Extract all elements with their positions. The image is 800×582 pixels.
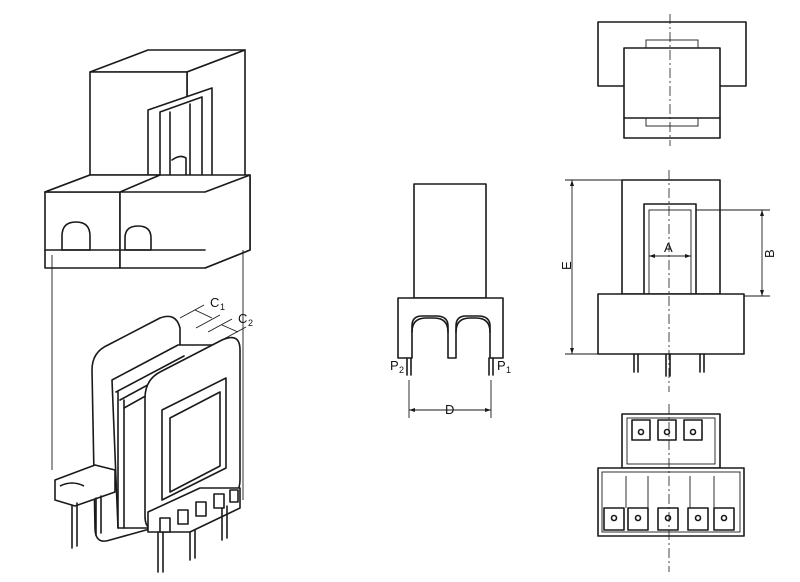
c1-subscript: 1: [220, 302, 225, 312]
c2-subscript: 2: [248, 318, 253, 328]
p2-subscript: 2: [399, 365, 404, 375]
c2-label: C: [238, 311, 247, 326]
d-label: D: [445, 402, 454, 417]
b-dimension: B: [696, 209, 777, 297]
a-label: A: [664, 240, 673, 255]
bottom-view: [597, 404, 745, 572]
isometric-exploded-view: C 1 C 2: [44, 49, 253, 573]
e-label: E: [559, 261, 574, 270]
upper-core-piece: [44, 49, 251, 269]
c1-dimension: C 1: [179, 295, 225, 329]
c1-label: C: [210, 295, 219, 310]
e-dimension: E: [559, 179, 622, 355]
top-view: [597, 14, 747, 146]
d-dimension: D: [408, 380, 492, 418]
p1-subscript: 1: [506, 365, 511, 375]
side-view: P 2 P 1 D: [390, 183, 511, 418]
c2-dimension: C 2: [207, 311, 253, 341]
p1-label: P: [497, 358, 506, 373]
b-label: B: [762, 249, 777, 258]
p2-label: P: [390, 358, 399, 373]
a-dimension: A: [649, 240, 691, 258]
assembly-pins: [71, 495, 228, 573]
front-view: A B E: [559, 170, 777, 392]
bobbin-coil-assembly: [54, 315, 241, 542]
